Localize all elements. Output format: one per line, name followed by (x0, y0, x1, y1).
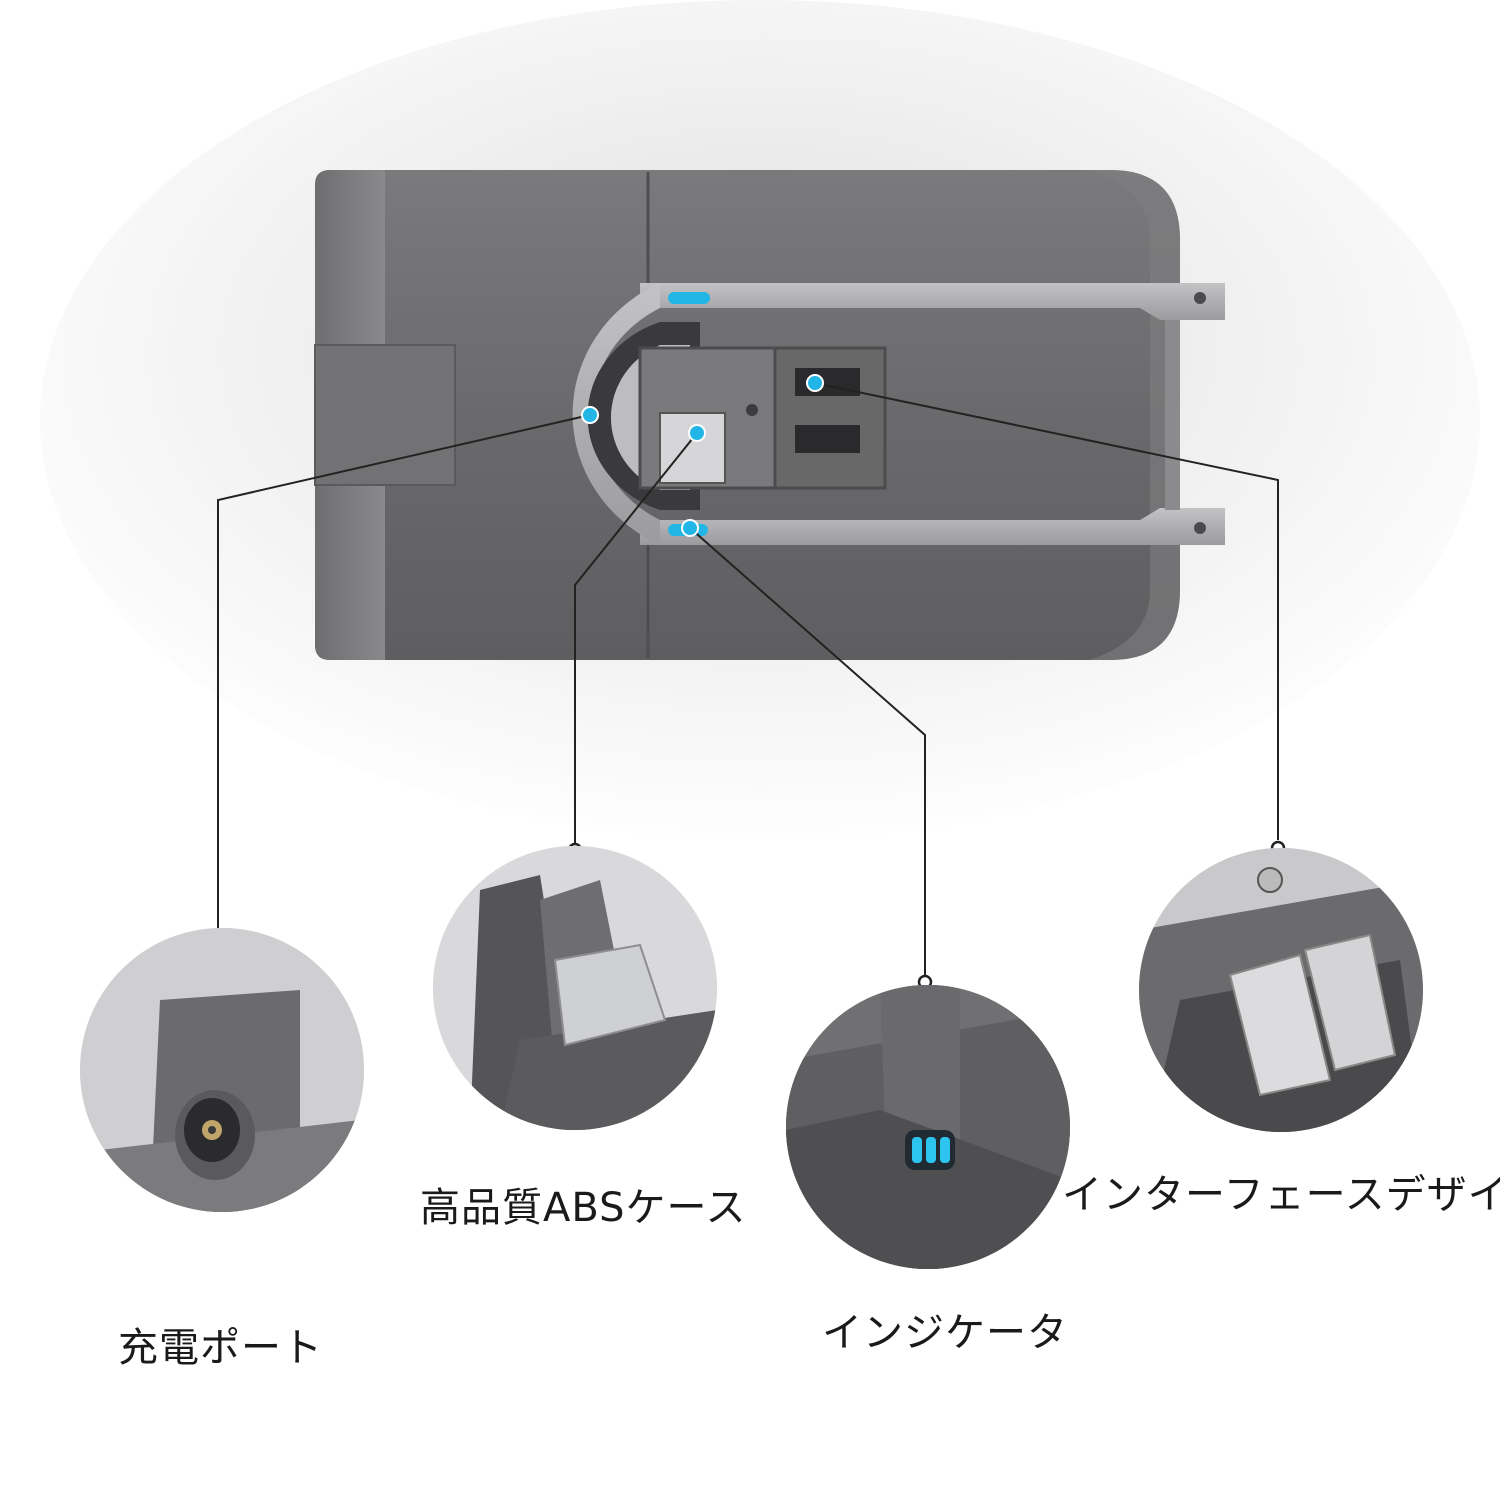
label-charging-port: 充電ポート (118, 1325, 323, 1371)
detail-interface (1139, 848, 1423, 1132)
detail-indicator (786, 985, 1070, 1269)
label-interface: インターフェースデザイ (1062, 1172, 1500, 1218)
silver-arm (572, 283, 1225, 545)
indicator-light-top (668, 292, 710, 304)
detail-abs-case (433, 846, 717, 1130)
detail-charging-port (80, 928, 364, 1212)
leader-end-rings (210, 840, 1286, 991)
indicator-light-icon (905, 1130, 955, 1170)
leader-dots (581, 374, 824, 537)
connector-terminal-icon (1228, 933, 1397, 1097)
label-indicator: インジケータ (822, 1310, 1068, 1356)
port-cavity (587, 322, 887, 510)
leader-lines (217, 382, 1279, 975)
label-abs-case: 高品質ABSケース (420, 1185, 747, 1231)
